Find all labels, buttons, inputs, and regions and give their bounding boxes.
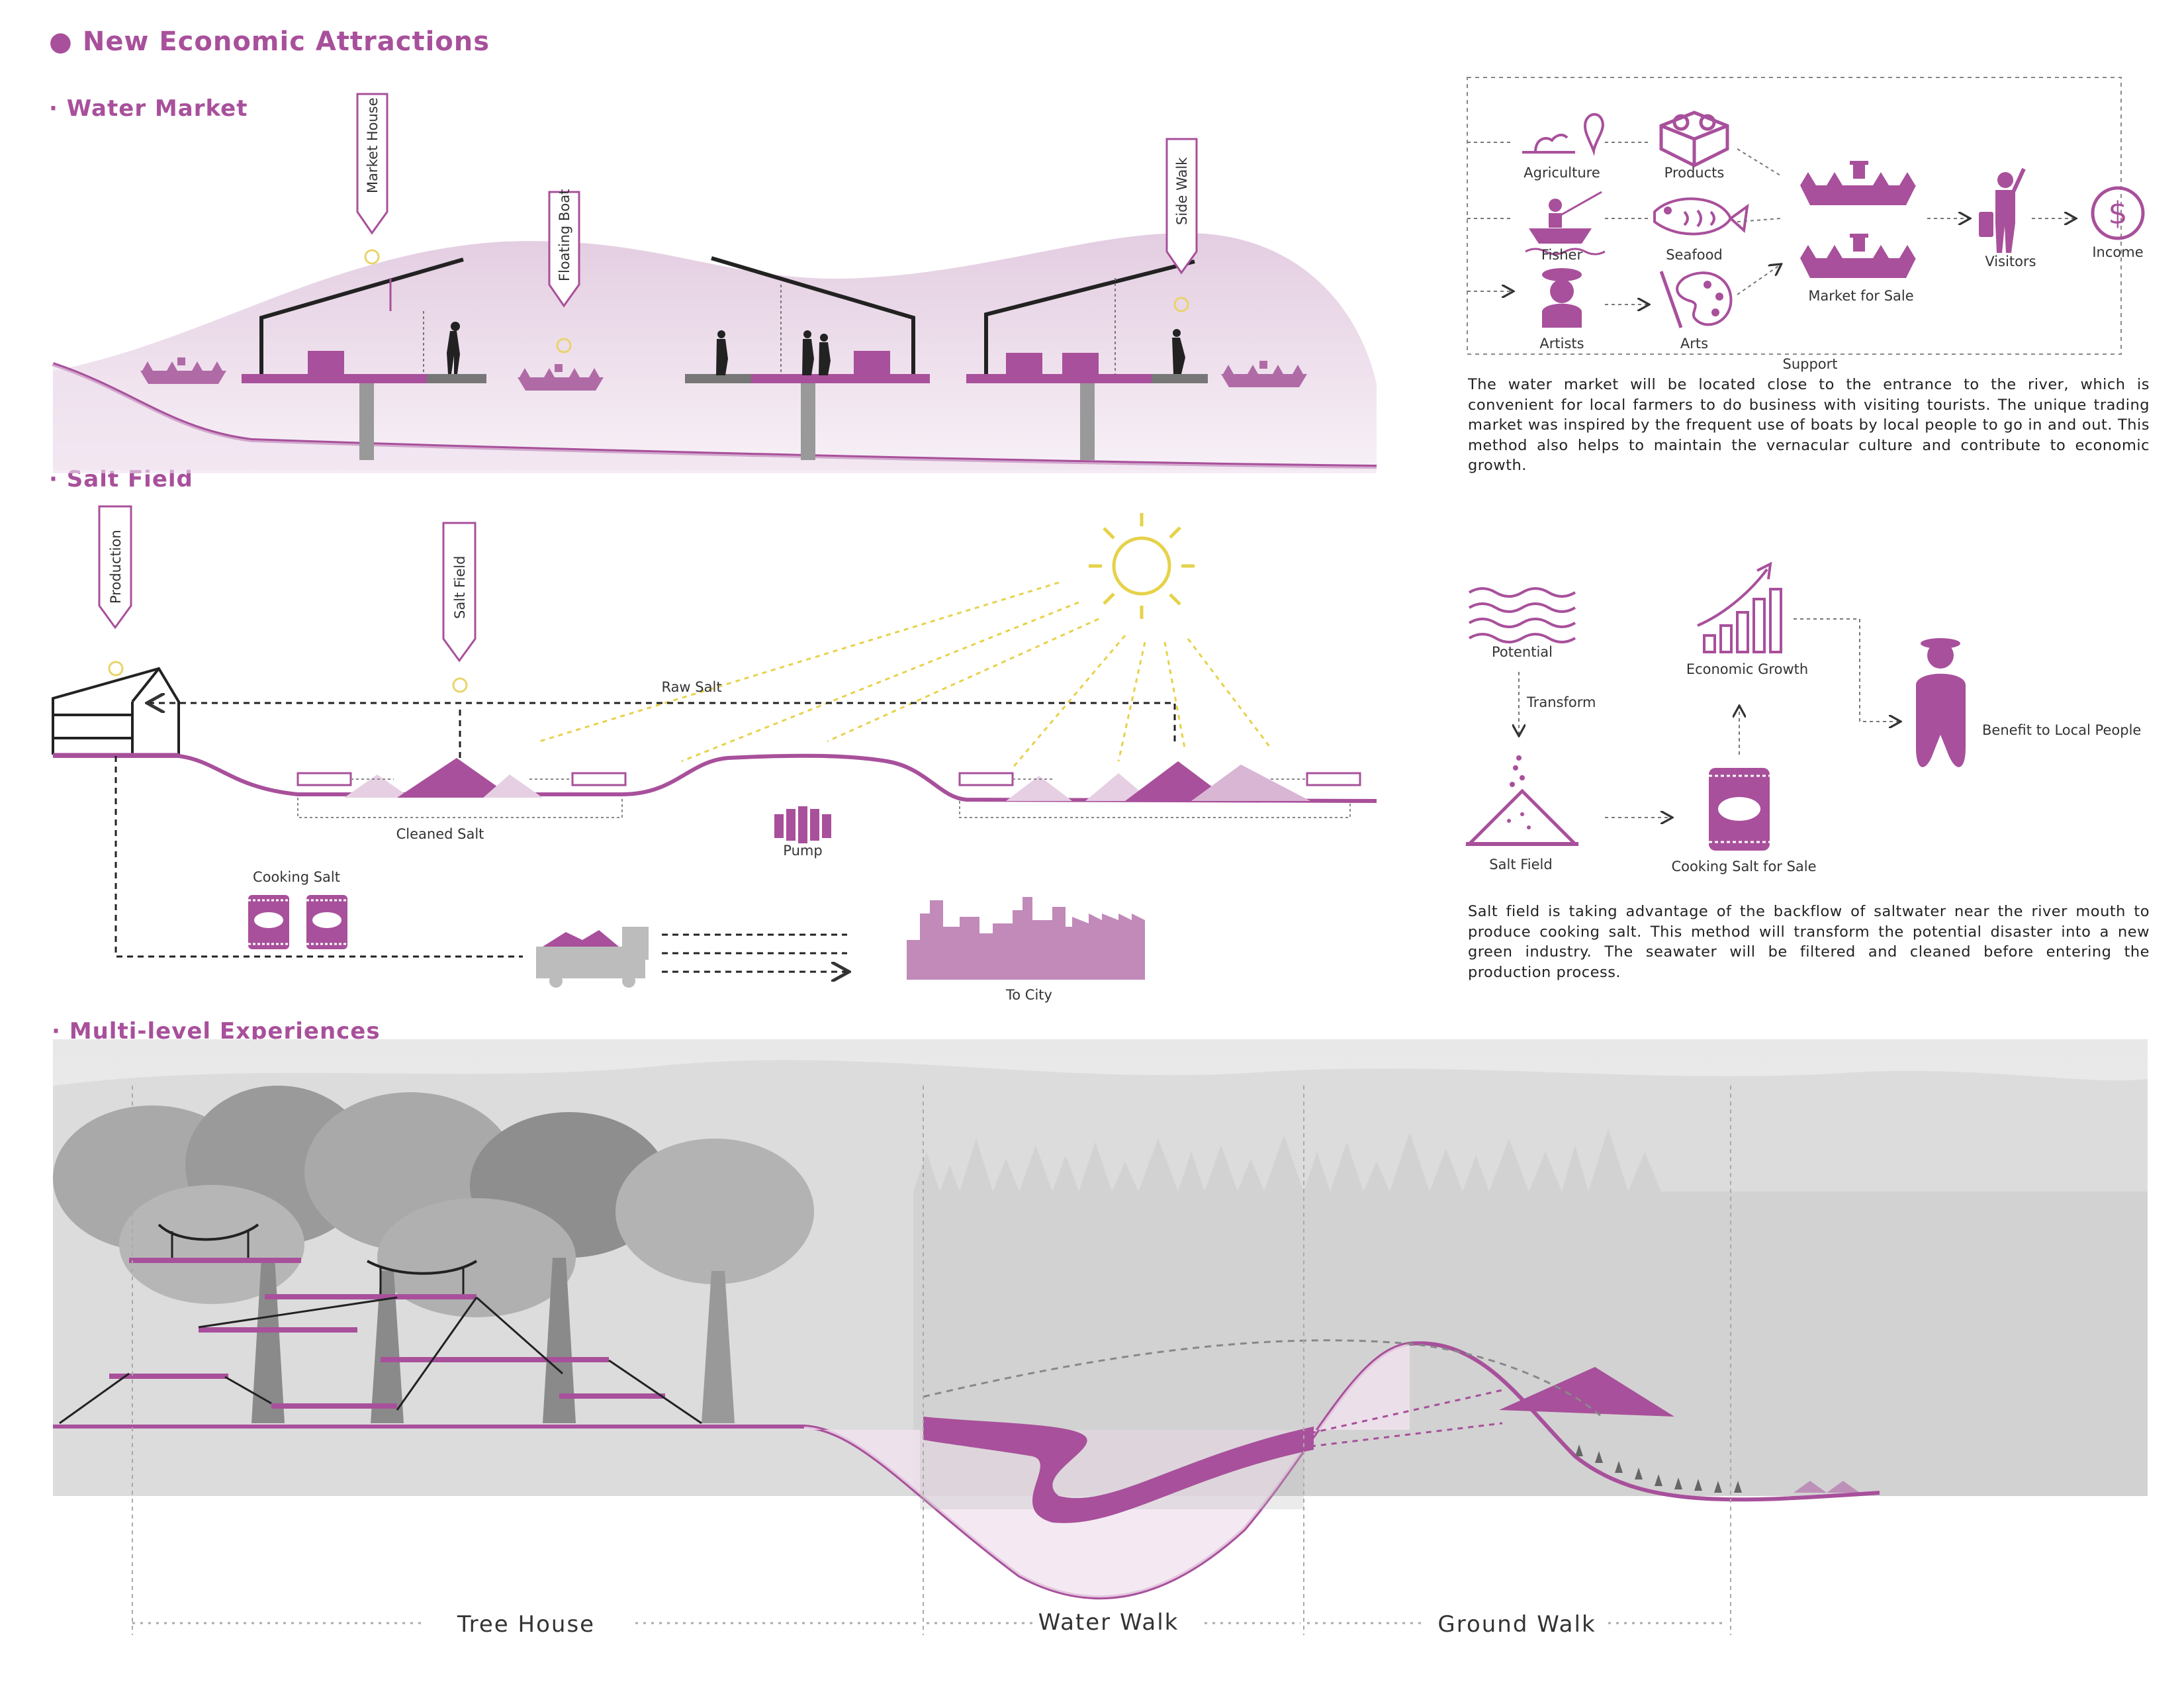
- growth-chart-icon: [1697, 561, 1782, 653]
- floating-boat-2: [518, 364, 604, 391]
- label-seafood: Seafood: [1666, 247, 1723, 263]
- water-market-ground: [52, 362, 1377, 469]
- floating-boat-1: [140, 357, 226, 384]
- products-icon: [1659, 111, 1729, 167]
- background-forest: [913, 1129, 2148, 1496]
- tag-side-walk-text: Side Walk: [1174, 157, 1190, 225]
- salt-field-ground: [53, 753, 1377, 803]
- tag-market-house-text: Market House: [365, 97, 381, 193]
- support-label: Support: [1782, 356, 1837, 372]
- city-skyline-icon: [907, 897, 1145, 980]
- label-to-city: To City: [1005, 987, 1052, 1003]
- label-market-for-sale: Market for Sale: [1808, 288, 1913, 304]
- local-person-icon: [1916, 638, 1966, 767]
- label-visitors: Visitors: [1985, 254, 2036, 269]
- market-boat-icon-2: [1800, 234, 1916, 278]
- waves-icon: [1468, 587, 1576, 643]
- market-house-3: [966, 259, 1208, 460]
- tag-salt-field: Salt Field: [442, 522, 477, 693]
- label-transform: Transform: [1526, 694, 1596, 710]
- bullet-dot-icon: ●: [49, 26, 73, 57]
- label-salt-field-flow: Salt Field: [1489, 857, 1552, 872]
- tag-production-text: Production: [108, 530, 124, 604]
- salt-pile-icon: [1465, 755, 1580, 846]
- water-market-flow: Support Agriculture Fisher Artists: [1467, 77, 2145, 372]
- water-market-hill: [53, 232, 1377, 470]
- label-raw-salt: Raw Salt: [661, 679, 721, 695]
- sun-icon: [1089, 513, 1195, 619]
- fisher-icon: [1525, 191, 1606, 256]
- tag-floating-boat-text: Floating Boat: [557, 189, 572, 281]
- label-products: Products: [1664, 165, 1725, 181]
- tag-market-house: Market House: [356, 93, 388, 265]
- ground-walk-roof: [1499, 1367, 1674, 1417]
- water-walk-path: [923, 1417, 1314, 1523]
- water-market-description: The water market will be located close t…: [1468, 376, 2150, 474]
- zone-tree-house: Tree House: [457, 1611, 595, 1638]
- label-fisher: Fisher: [1541, 247, 1583, 263]
- multi-level-section: Tree House Water Walk Ground Walk: [53, 1039, 2148, 1638]
- label-cooking-salt: Cooking Salt: [253, 869, 340, 885]
- market-boat-icon-1: [1800, 161, 1916, 205]
- truck-icon: [536, 927, 649, 988]
- water-market-section: Market House Floating Boat Side Walk: [52, 93, 1377, 473]
- label-pump: Pump: [783, 843, 822, 859]
- agriculture-icon: [1522, 113, 1605, 156]
- zone-water-walk: Water Walk: [1038, 1609, 1179, 1636]
- tag-side-walk: Side Walk: [1165, 138, 1198, 312]
- tree-house-structure: [59, 1223, 702, 1425]
- label-potential: Potential: [1492, 644, 1553, 660]
- seafood-icon: [1653, 197, 1749, 236]
- label-benefit-local: Benefit to Local People: [1982, 722, 2141, 738]
- label-cleaned-salt: Cleaned Salt: [396, 826, 484, 842]
- floating-boat-3: [1221, 361, 1307, 387]
- ground-plants: [1575, 1444, 1742, 1493]
- label-income: Income: [2092, 244, 2143, 260]
- main-title-text: New Economic Attractions: [82, 26, 490, 57]
- svg-text:$: $: [2108, 195, 2127, 231]
- section-title-water-market: · Water Market: [49, 95, 248, 122]
- page-title: ● New Economic Attractions: [49, 26, 490, 57]
- salt-field-section: Raw Salt Cleaned Salt Pump Cooking Salt: [52, 505, 1377, 1003]
- label-agriculture: Agriculture: [1524, 165, 1600, 181]
- cooking-salt-bag-icon: [1709, 768, 1770, 851]
- visitor-icon: [1979, 167, 2026, 253]
- salt-field-flow: Potential Transform Salt Field Cooking S…: [1465, 561, 2141, 874]
- salt-bag-icon-1: [248, 895, 289, 949]
- label-economic-growth: Economic Growth: [1686, 661, 1808, 677]
- support-frame: [1467, 77, 2122, 355]
- zone-ground-walk: Ground Walk: [1437, 1611, 1596, 1638]
- tag-production: Production: [98, 505, 132, 677]
- palette-icon: [1659, 271, 1733, 328]
- artist-icon: [1542, 268, 1582, 328]
- salt-bag-icon-2: [306, 895, 347, 949]
- dollar-icon: $: [2091, 186, 2145, 240]
- label-artists: Artists: [1539, 336, 1584, 352]
- pump-icon: [774, 806, 831, 843]
- label-cooking-salt-sale: Cooking Salt for Sale: [1671, 859, 1816, 874]
- tree-cluster: [53, 1086, 814, 1423]
- salt-field-description: Salt field is taking advantage of the ba…: [1468, 903, 2150, 981]
- market-house-1: [242, 258, 486, 460]
- label-arts: Arts: [1680, 336, 1708, 352]
- section-water-market-label: Water Market: [66, 95, 248, 122]
- tag-salt-field-text: Salt Field: [452, 556, 468, 619]
- market-house-2: [685, 256, 930, 460]
- production-building: [52, 667, 180, 755]
- tag-floating-boat: Floating Boat: [548, 189, 580, 353]
